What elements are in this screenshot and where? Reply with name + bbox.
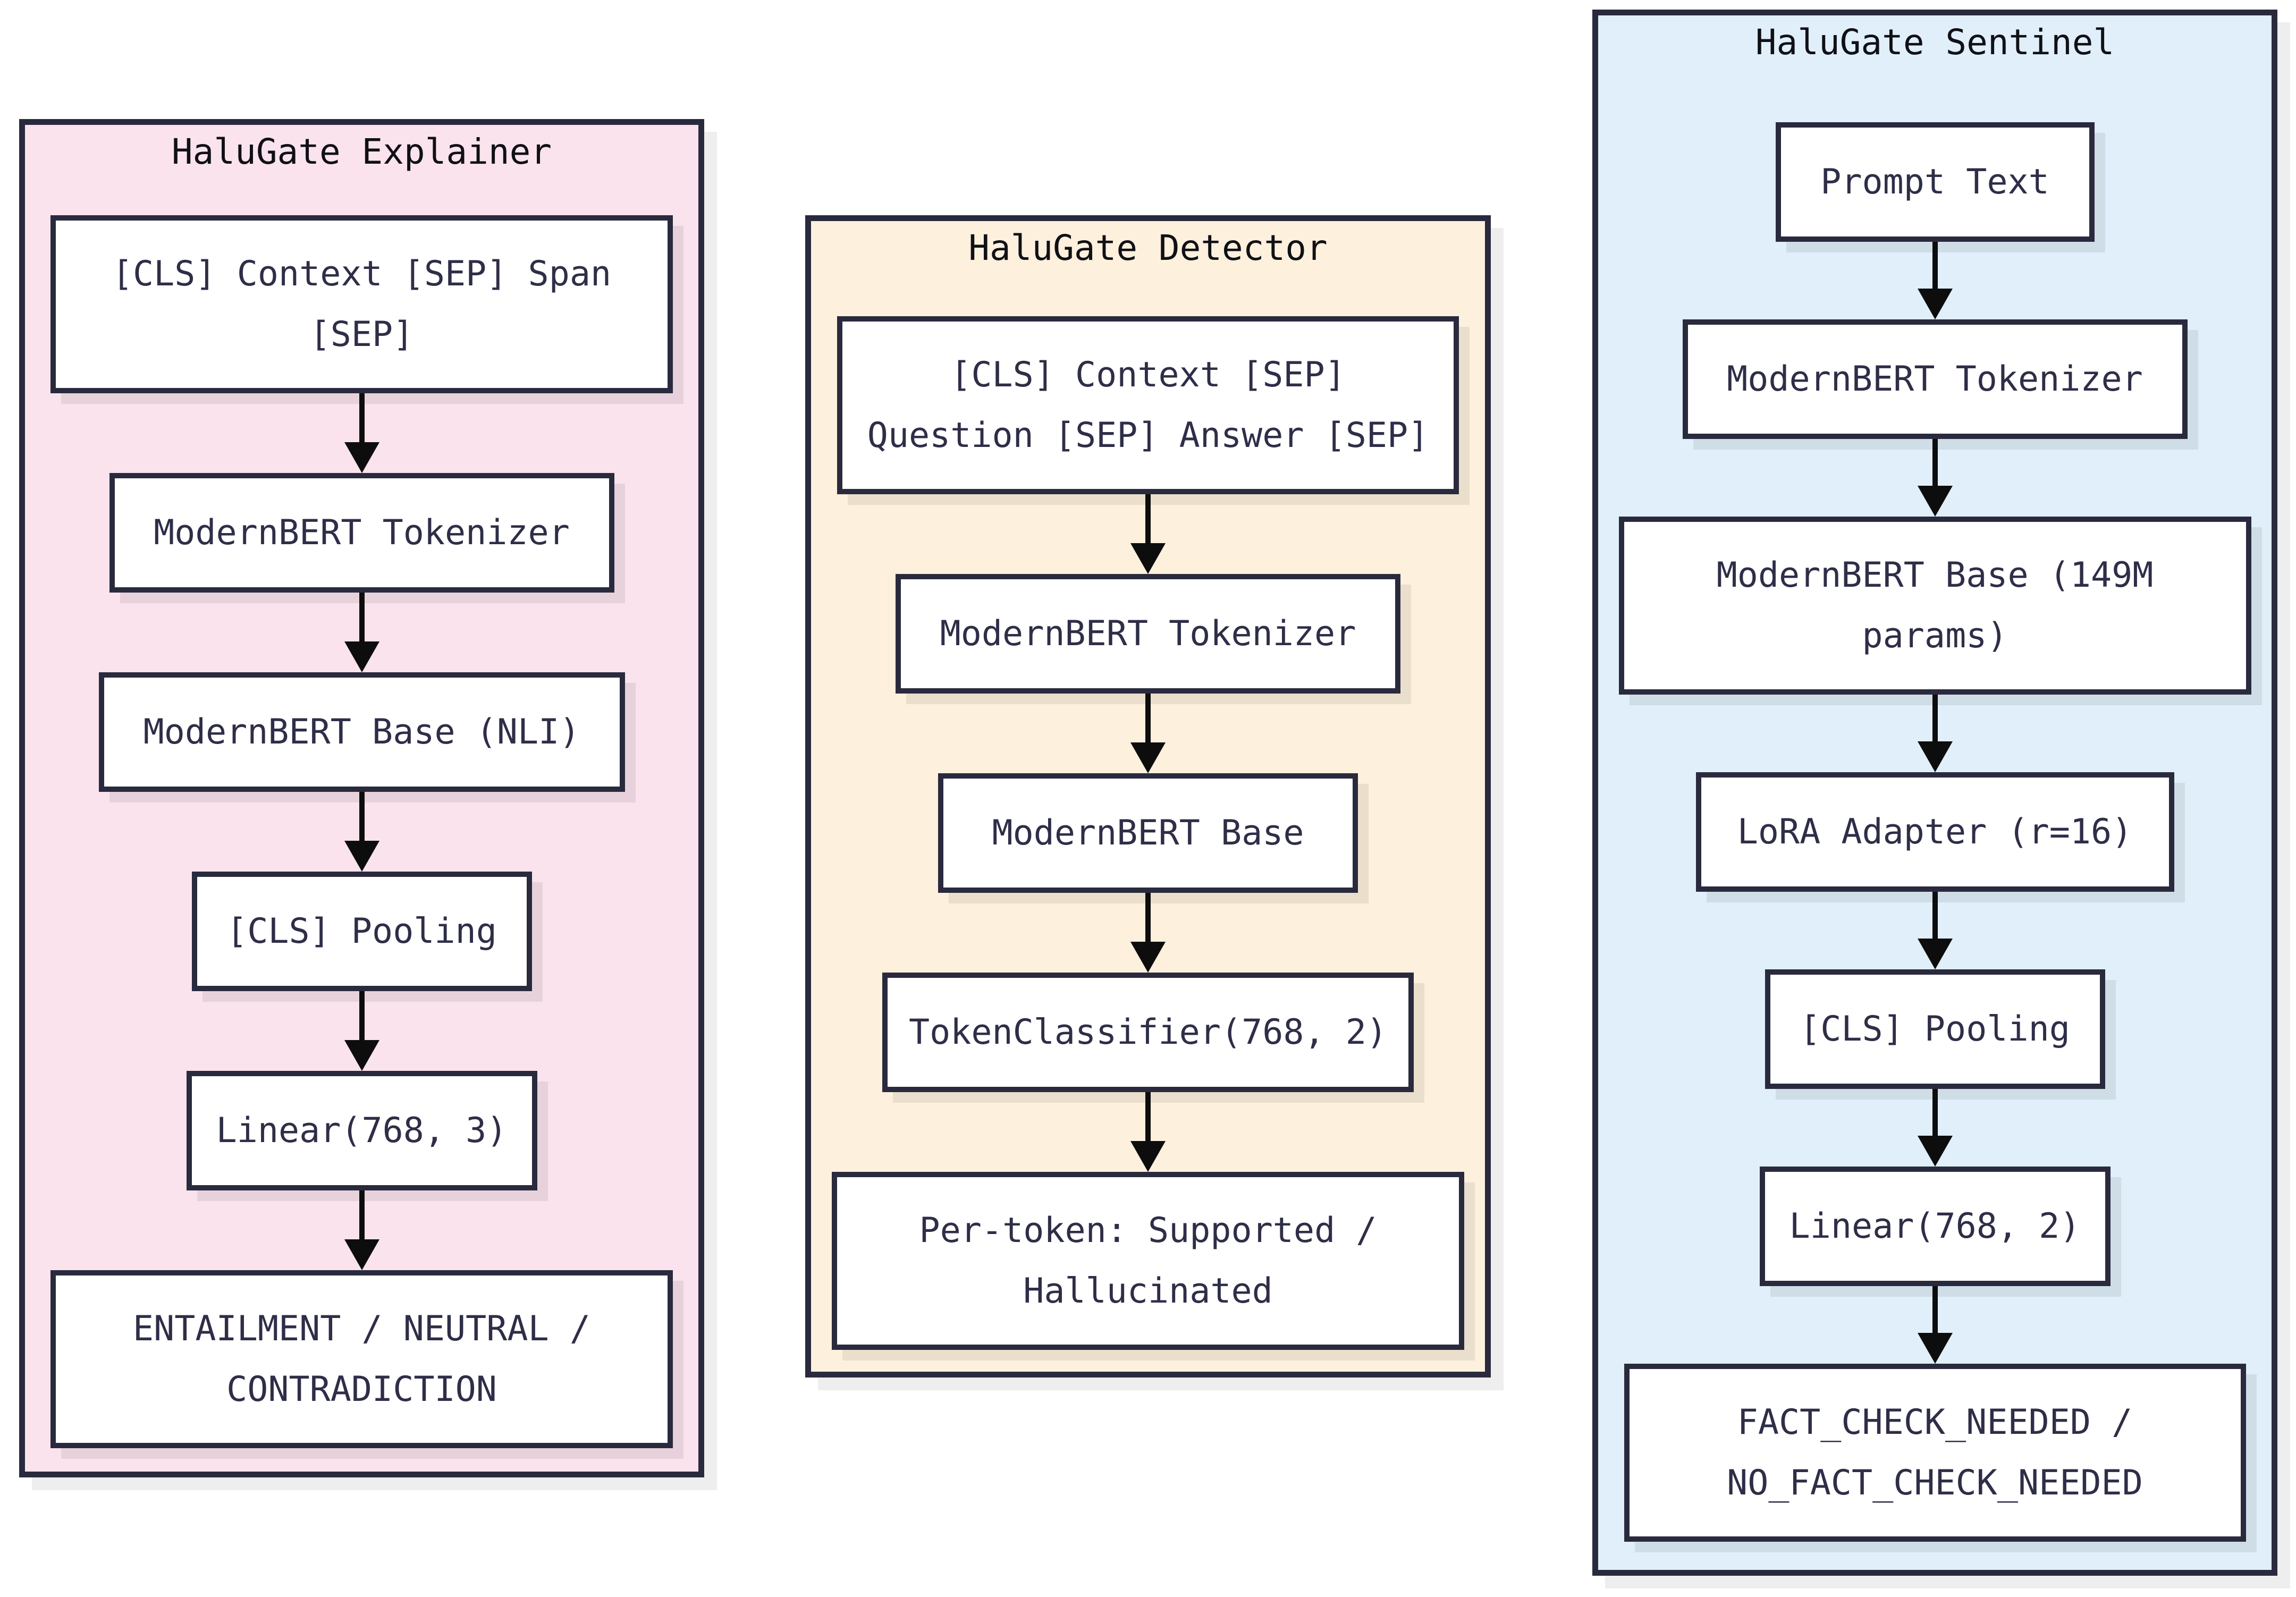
arrow-down-icon [1917, 892, 1954, 969]
panel-halugate-explainer: HaluGate Explainer [CLS] Context [SEP] S… [19, 119, 704, 1477]
flow-node-input-cls-context-span: [CLS] Context [SEP] Span [SEP] [50, 215, 673, 393]
flow-node-modernbert-tokenizer: ModernBERT Tokenizer [109, 473, 614, 593]
flow-node-modernbert-tokenizer: ModernBERT Tokenizer [896, 574, 1400, 694]
arrow-down-icon [1129, 1092, 1167, 1172]
flow-node-output-entailment: ENTAILMENT / NEUTRAL / CONTRADICTION [50, 1270, 673, 1448]
flow-node-modernbert-base-149m: ModernBERT Base (149M params) [1618, 517, 2251, 695]
flow-node-modernbert-base: ModernBERT Base [938, 773, 1358, 893]
flow-node-cls-pooling: [CLS] Pooling [1765, 969, 2105, 1089]
panel-title-sentinel: HaluGate Sentinel [1755, 22, 2115, 63]
arrow-down-icon [343, 792, 381, 872]
arrow-down-icon [1129, 893, 1167, 973]
flow-node-cls-pooling: [CLS] Pooling [191, 872, 532, 991]
arrow-down-icon [1917, 439, 1954, 517]
arrow-down-icon [343, 393, 381, 473]
arrow-down-icon [1917, 1089, 1954, 1167]
flow-node-linear-768-3: Linear(768, 3) [186, 1071, 537, 1190]
arrow-down-icon [1917, 695, 1954, 772]
panel-halugate-detector: HaluGate Detector [CLS] Context [SEP] Qu… [805, 215, 1491, 1378]
flow-node-token-classifier: TokenClassifier(768, 2) [882, 973, 1414, 1092]
arrow-down-icon [1129, 494, 1167, 574]
flow-node-modernbert-base-nli: ModernBERT Base (NLI) [98, 672, 625, 792]
arrow-down-icon [343, 593, 381, 672]
flow-node-linear-768-2: Linear(768, 2) [1759, 1167, 2111, 1286]
arrow-down-icon [1917, 242, 1954, 319]
panel-halugate-sentinel: HaluGate Sentinel Prompt Text ModernBERT… [1592, 10, 2277, 1576]
flow-node-modernbert-tokenizer: ModernBERT Tokenizer [1682, 319, 2188, 439]
arrow-down-icon [1129, 694, 1167, 773]
flow-node-prompt-text: Prompt Text [1775, 122, 2095, 242]
panel-title-explainer: HaluGate Explainer [171, 131, 552, 172]
arrow-down-icon [343, 991, 381, 1071]
flow-node-lora-adapter: LoRA Adapter (r=16) [1695, 772, 2174, 892]
panel-title-detector: HaluGate Detector [968, 227, 1328, 268]
flow-node-output-per-token: Per-token: Supported / Hallucinated [832, 1172, 1464, 1350]
arrow-down-icon [343, 1190, 381, 1270]
flow-node-input-cls-context-question-answer: [CLS] Context [SEP] Question [SEP] Answe… [837, 316, 1459, 494]
arrow-down-icon [1917, 1286, 1954, 1364]
flow-node-output-fact-check: FACT_CHECK_NEEDED / NO_FACT_CHECK_NEEDED [1624, 1364, 2246, 1542]
